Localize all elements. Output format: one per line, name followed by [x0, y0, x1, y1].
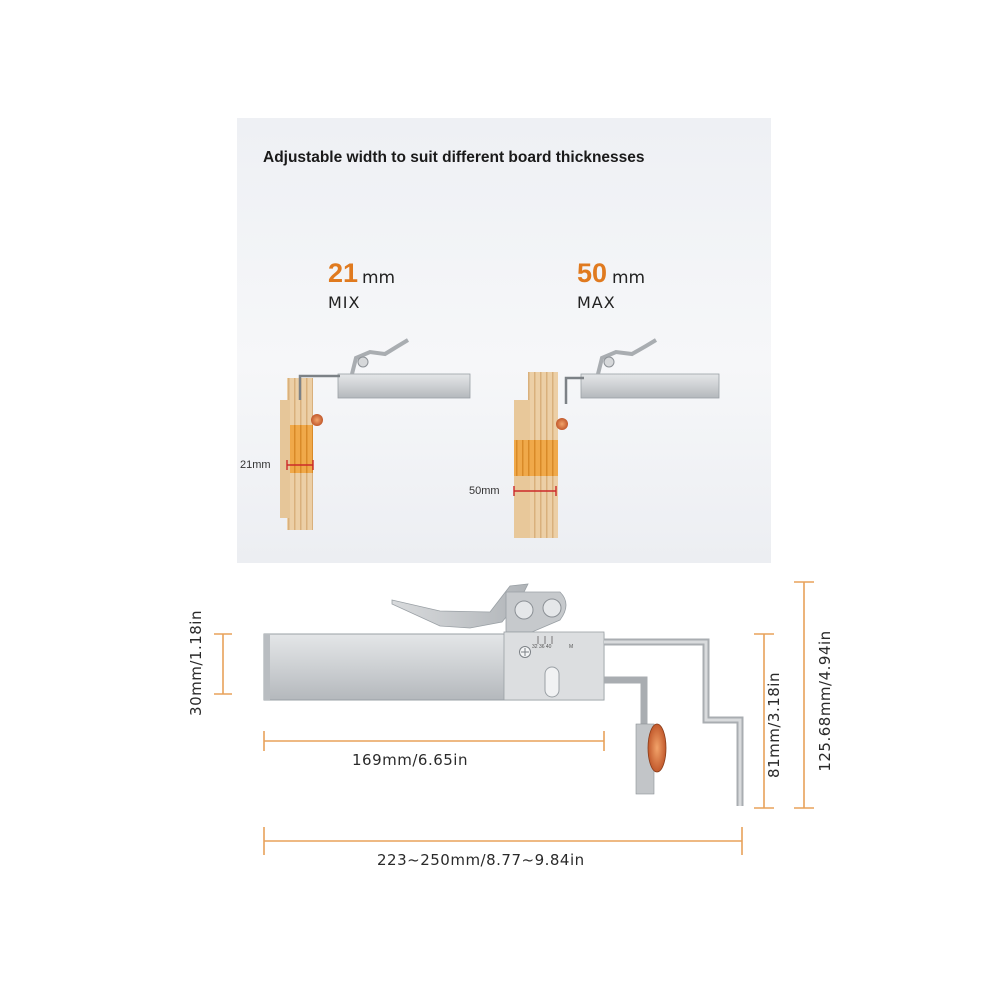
min-width-value: 21: [328, 258, 359, 288]
hook-arm: [604, 638, 744, 806]
dim-arm-height: 81mm/3.18in: [765, 672, 783, 778]
dimension-lines: [214, 581, 814, 855]
tool-21mm-hook: [298, 374, 340, 400]
scale-mark-end: M: [569, 644, 574, 650]
max-width-label: MAX: [577, 293, 616, 312]
scale-marks: 32 36 40: [532, 644, 552, 650]
roller-wheel: [647, 723, 667, 773]
max-width-value: 50: [577, 258, 608, 288]
dim-total-height: 125.68mm/4.94in: [816, 630, 834, 772]
tool-50mm-lever: [596, 338, 658, 375]
lever-pin-1: [514, 600, 534, 620]
tool-21mm-roller: [311, 414, 323, 426]
dim-body-length: 169mm/6.65in: [352, 751, 468, 769]
tool-50mm-knob: [603, 356, 615, 368]
tool-21mm: [280, 338, 471, 530]
max-measure-label: 50mm: [469, 485, 500, 497]
slot: [544, 666, 560, 698]
headline: Adjustable width to suit different board…: [263, 149, 645, 166]
tool-50mm: [513, 338, 720, 538]
min-width-label: MIX: [328, 293, 361, 312]
board-50mm-band: [514, 440, 558, 476]
tool-21mm-lever: [350, 338, 410, 375]
tool-21mm-knob: [357, 356, 369, 368]
board-21mm-side: [280, 400, 290, 518]
min-measure-label: 21mm: [240, 459, 271, 471]
product-photo-panel: [237, 118, 771, 563]
tool-50mm-body: [580, 373, 720, 399]
lever-pin-2: [542, 598, 562, 618]
tool-50mm-roller: [556, 418, 568, 430]
max-width-unit: mm: [612, 268, 646, 288]
dim-total-length: 223~250mm/8.77~9.84in: [377, 851, 585, 869]
dim-body-height: 30mm/1.18in: [187, 610, 205, 716]
min-width-unit: mm: [362, 268, 396, 288]
tool-large-drawing: [263, 583, 744, 806]
tool-21mm-body: [337, 373, 471, 399]
tool-50mm-hook: [564, 376, 584, 404]
